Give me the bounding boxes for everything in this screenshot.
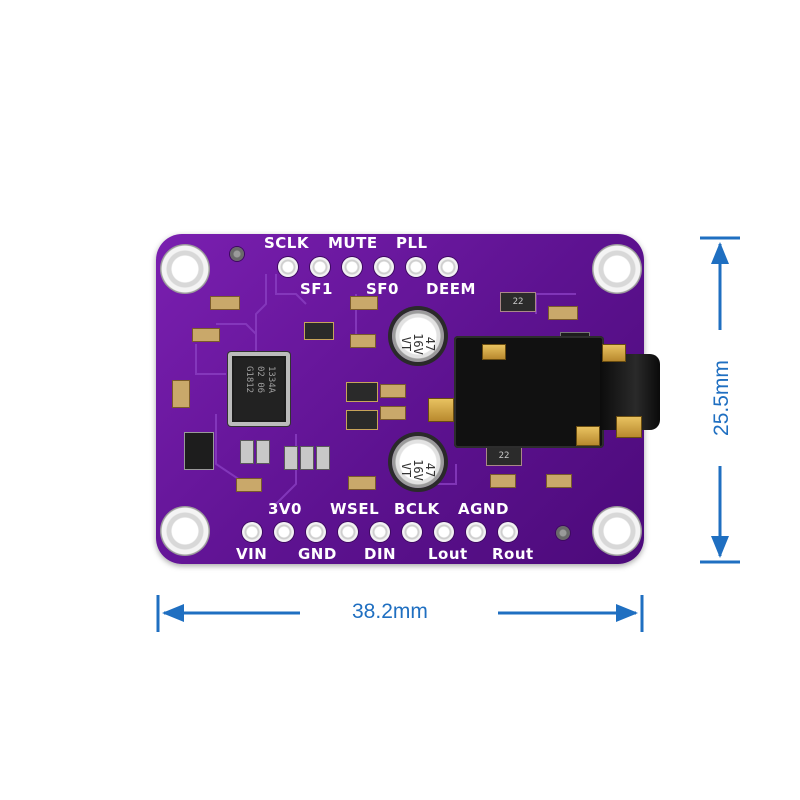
header-pad — [406, 257, 426, 277]
width-dimension-label: 38.2mm — [352, 600, 428, 623]
header-pad — [402, 522, 422, 542]
dac-chip: 1334A 02 06 G1812 — [228, 352, 290, 426]
smd-capacitor — [304, 322, 334, 340]
pin-label-sclk: SCLK — [264, 234, 309, 252]
small-via — [230, 247, 244, 261]
jack-pin — [428, 398, 454, 422]
header-pad — [374, 257, 394, 277]
smd-inductor: 22 — [500, 292, 536, 312]
header-pad — [438, 257, 458, 277]
pin-label-deem: DEEM — [426, 280, 476, 298]
smd-resistor — [380, 384, 406, 398]
smd-resistor — [236, 478, 262, 492]
smd-resistor — [240, 440, 254, 464]
smd-resistor — [284, 446, 298, 470]
smd-resistor — [546, 474, 572, 488]
mounting-hole-bottom-left — [160, 506, 210, 556]
pin-label-wsel: WSEL — [330, 500, 380, 518]
smd-transistor — [184, 432, 214, 470]
header-pad — [466, 522, 486, 542]
header-pad — [342, 257, 362, 277]
smd-capacitor — [346, 410, 378, 430]
smd-resistor — [316, 446, 330, 470]
smd-resistor — [350, 334, 376, 348]
smd-resistor — [256, 440, 270, 464]
smd-resistor — [380, 406, 406, 420]
header-pad — [278, 257, 298, 277]
jack-pin — [602, 344, 626, 362]
header-pad — [274, 522, 294, 542]
jack-pin — [576, 426, 600, 446]
smd-resistor — [210, 296, 240, 310]
smd-resistor — [548, 306, 578, 320]
header-pad — [338, 522, 358, 542]
jack-pin — [616, 416, 642, 438]
pin-label-rout: Rout — [492, 545, 534, 563]
smd-resistor — [300, 446, 314, 470]
header-pad — [242, 522, 262, 542]
header-pad — [306, 522, 326, 542]
smd-resistor — [490, 474, 516, 488]
small-via — [556, 526, 570, 540]
pin-label-gnd: GND — [298, 545, 337, 563]
electrolytic-capacitor-bottom: 47 16V VT — [392, 436, 444, 488]
inductor-marking: 22 — [498, 451, 510, 461]
smd-resistor — [350, 296, 378, 310]
arrow-up-icon — [711, 242, 729, 264]
pin-label-lout: Lout — [428, 545, 468, 563]
pin-label-agnd: AGND — [458, 500, 509, 518]
pin-label-mute: MUTE — [328, 234, 378, 252]
smd-resistor — [172, 380, 190, 408]
header-pad — [370, 522, 390, 542]
smd-resistor — [192, 328, 220, 342]
pin-label-bclk: BCLK — [394, 500, 440, 518]
pin-label-din: DIN — [364, 545, 397, 563]
jack-pin — [482, 344, 506, 360]
header-pad — [310, 257, 330, 277]
mounting-hole-top-left — [160, 244, 210, 294]
height-dimension-label: 25.5mm — [710, 360, 733, 436]
pin-label-sf1: SF1 — [300, 280, 333, 298]
inductor-marking: 22 — [512, 297, 524, 307]
mounting-hole-bottom-right — [592, 506, 642, 556]
smd-capacitor — [346, 382, 378, 402]
pin-label-vin: VIN — [236, 545, 268, 563]
header-pad — [498, 522, 518, 542]
arrow-left-icon — [162, 604, 184, 622]
arrow-right-icon — [616, 604, 638, 622]
pin-label-3v0: 3V0 — [268, 500, 302, 518]
mounting-hole-top-right — [592, 244, 642, 294]
pin-label-sf0: SF0 — [366, 280, 399, 298]
smd-resistor — [348, 476, 376, 490]
chip-body — [234, 358, 284, 420]
header-pad — [434, 522, 454, 542]
arrow-down-icon — [711, 536, 729, 558]
electrolytic-capacitor-top: 47 16V VT — [392, 310, 444, 362]
pin-label-pll: PLL — [396, 234, 428, 252]
